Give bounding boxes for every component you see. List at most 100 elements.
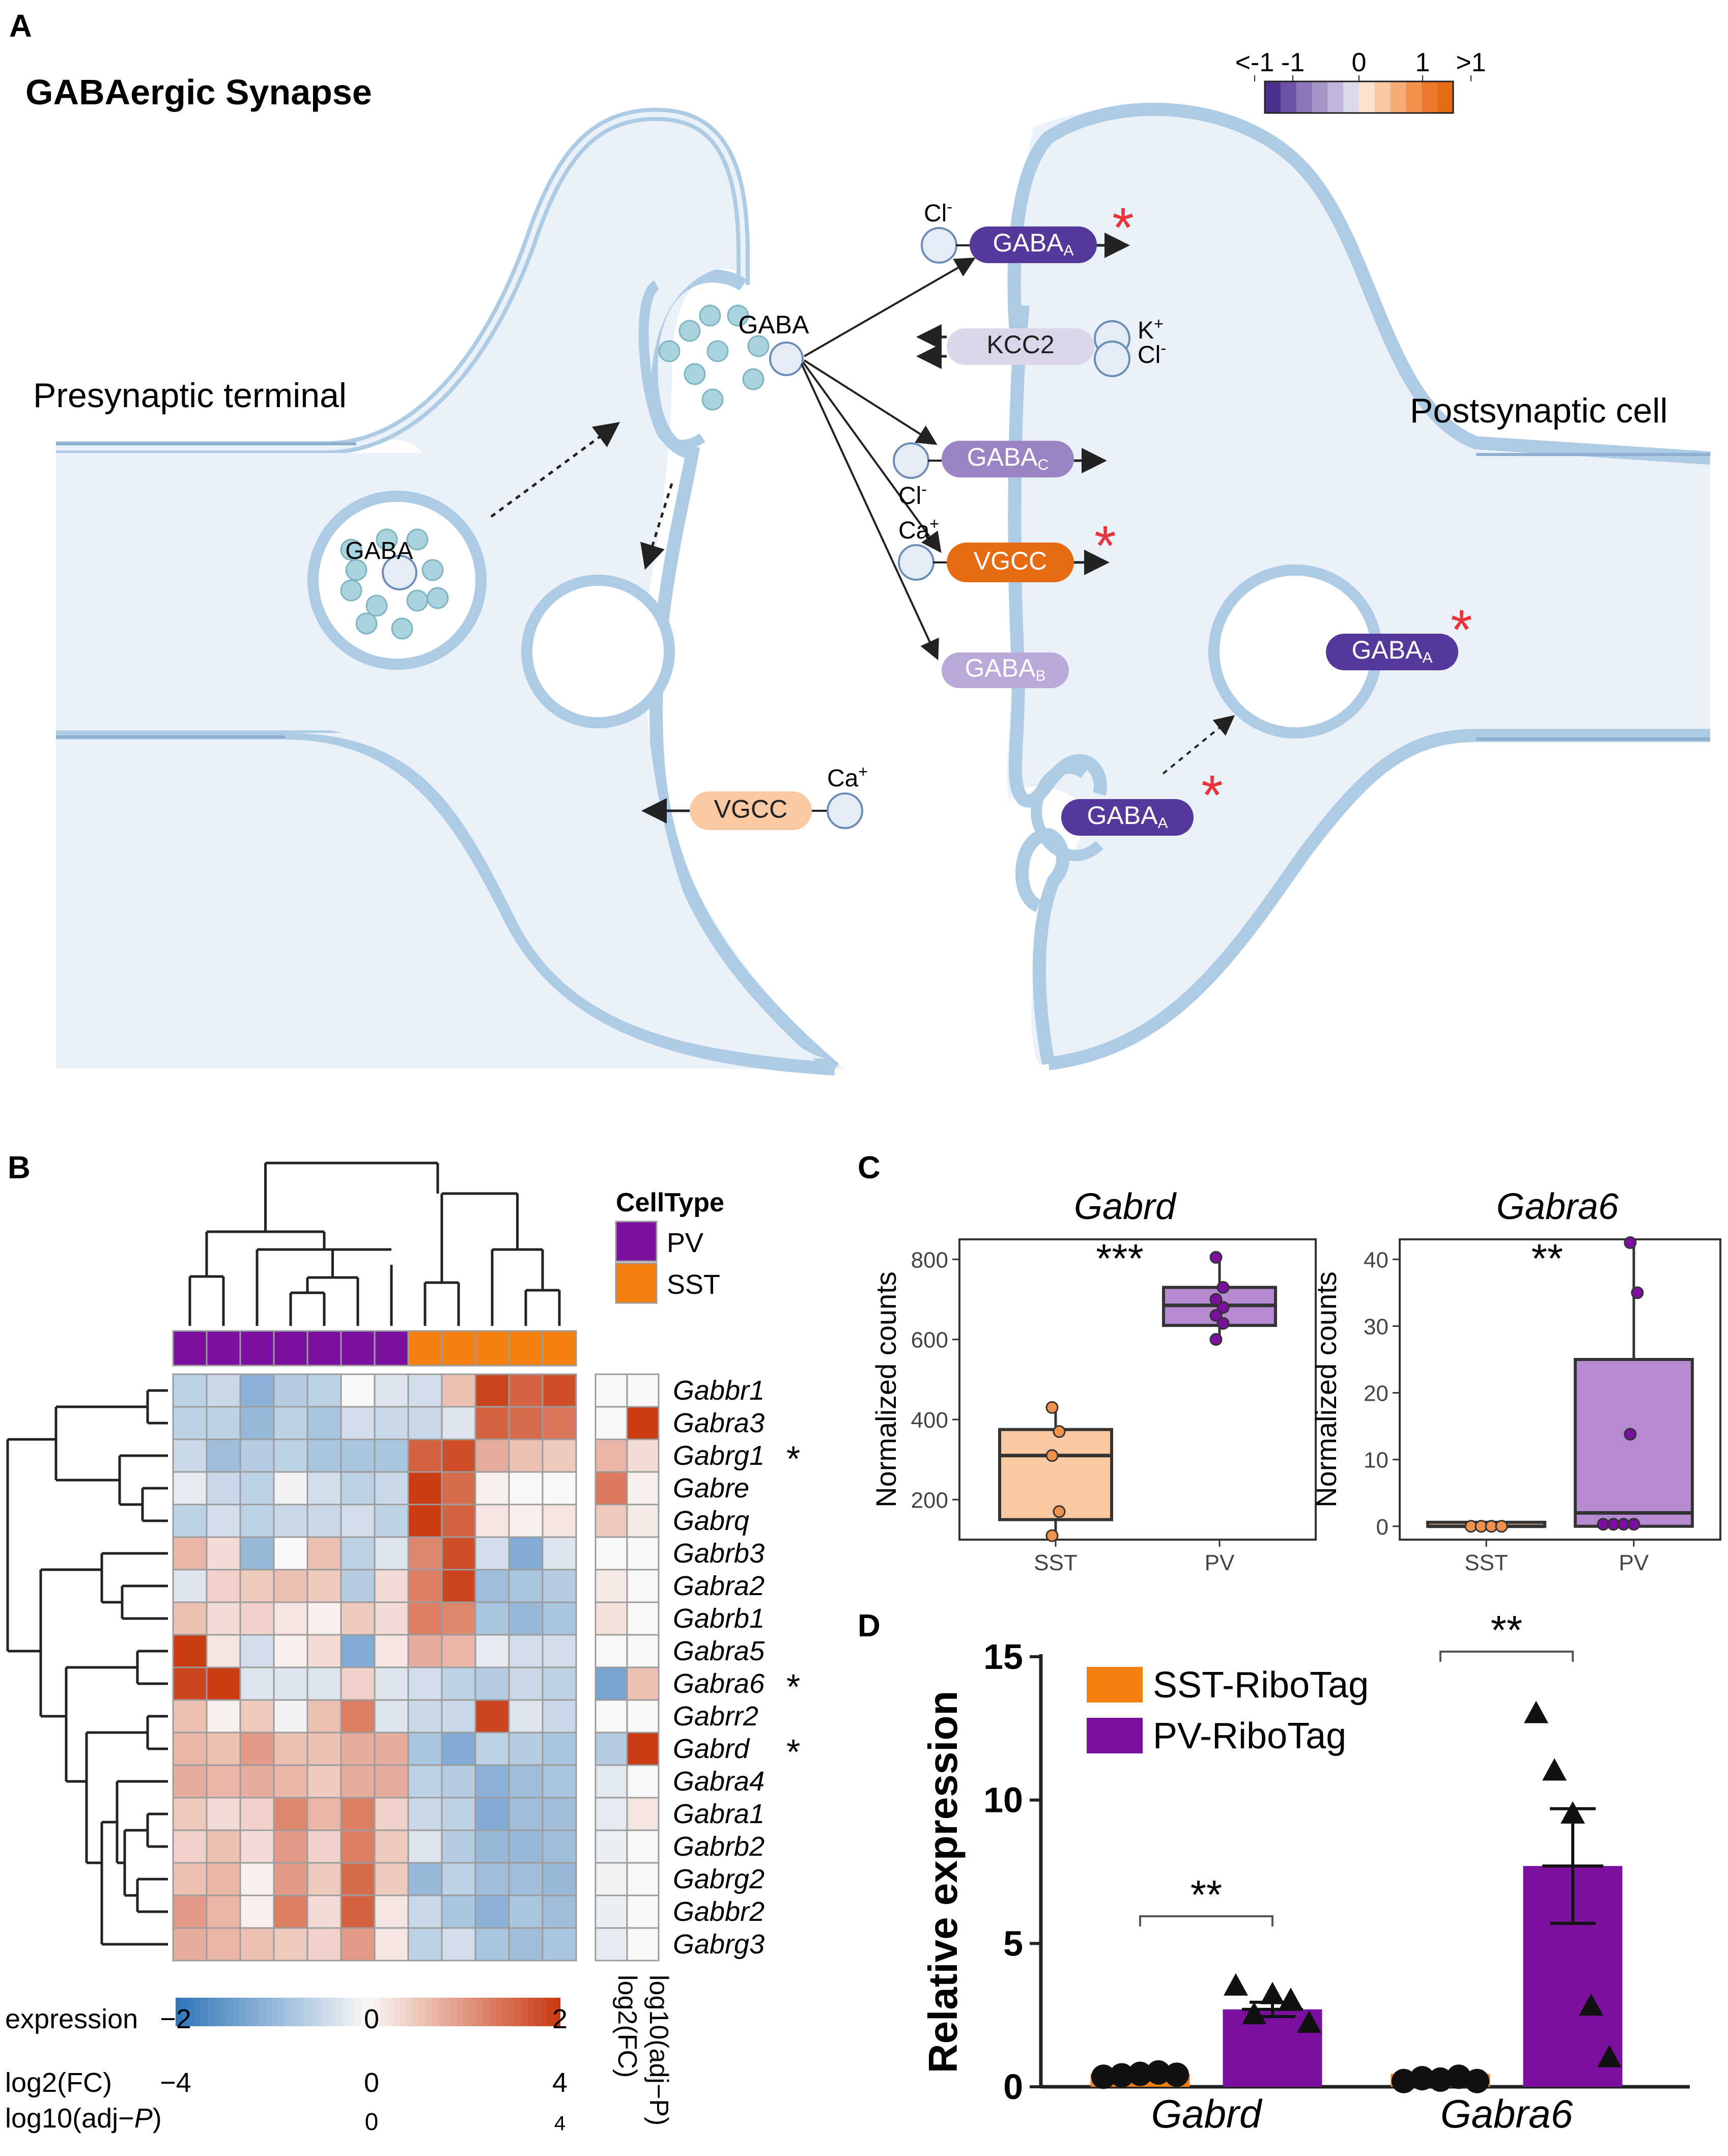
boxplot-frame — [958, 1238, 1317, 1541]
gene-label: Gabrg3 — [673, 1929, 764, 1960]
heatmap-cell — [306, 1797, 342, 1831]
heatmap-cell — [273, 1797, 308, 1831]
arrow-to-vgcc — [802, 361, 942, 553]
data-point-triangle — [1242, 2002, 1266, 2025]
data-point — [1045, 1529, 1059, 1542]
heatmap-cell — [206, 1569, 241, 1603]
heatmap-cell — [172, 1406, 208, 1440]
scale-b-swatch — [246, 1998, 253, 2026]
panel-b: B log2(FC)log10(adj−P) Gabbr1Gabra3Gabrg… — [5, 1150, 800, 2136]
gene-label: Gabre — [673, 1473, 749, 1503]
gabac-receptor-label: GABAC — [967, 443, 1049, 473]
released-gaba-dot — [658, 340, 681, 362]
ytick-label: 800 — [911, 1247, 948, 1272]
scale-b-swatch — [239, 1998, 247, 2026]
presynaptic-outline-top-inner — [56, 111, 746, 450]
fc-cell — [594, 1536, 628, 1571]
expression-heatmap — [172, 1373, 577, 1962]
xtick-label: PV — [1205, 1550, 1235, 1575]
legend-label: SST-RiboTag — [1153, 1665, 1369, 1706]
heatmap-cell — [542, 1829, 577, 1864]
scale-b-swatch — [259, 1998, 266, 2026]
heatmap-cell — [441, 1471, 476, 1506]
heatmap-cell — [474, 1569, 510, 1603]
scale-b-swatch — [464, 1998, 471, 2026]
legend-swatch — [1087, 1667, 1143, 1703]
heatmap-cell — [508, 1732, 544, 1766]
data-point — [1146, 2060, 1171, 2085]
heatmap-cell — [273, 1732, 308, 1766]
ytick-label: 400 — [911, 1408, 948, 1433]
vesicle-gaba-dot — [391, 617, 413, 640]
heatmap-cell — [172, 1536, 208, 1571]
heatmap-cell — [239, 1829, 275, 1864]
heatmap-cell — [239, 1634, 275, 1668]
data-point — [1053, 1505, 1066, 1518]
heatmap-cell — [172, 1569, 208, 1603]
heatmap-cell — [206, 1438, 241, 1473]
fc-cell — [594, 1634, 628, 1668]
vesicle-gaba-dot — [355, 612, 378, 635]
heatmap-cell — [206, 1503, 241, 1538]
pvalue-cell — [626, 1569, 660, 1603]
data-point — [1428, 2067, 1453, 2092]
ytick-label: 30 — [1364, 1314, 1389, 1339]
fc-cell — [594, 1601, 628, 1636]
scale-b-swatch — [547, 1998, 554, 2026]
heatmap-cell — [340, 1699, 376, 1734]
released-gaba-label: GABA — [739, 310, 810, 339]
scale-b-swatch — [252, 1998, 260, 2026]
gene-label: Gabra5 — [673, 1636, 765, 1666]
vesicle-gaba-molecule — [382, 555, 417, 590]
heatmap-cell — [206, 1536, 241, 1571]
celltype-cell — [172, 1330, 208, 1367]
data-point-triangle — [1597, 2045, 1622, 2067]
heatmap-cell — [273, 1569, 308, 1603]
gabaa-receptor-label: GABAA — [993, 229, 1074, 259]
heatmap-cell — [206, 1406, 241, 1440]
heatmap-cell — [239, 1471, 275, 1506]
internalization-arrow — [1162, 715, 1235, 775]
heatmap-cell — [542, 1406, 577, 1440]
cl-label-2: Cl- — [1138, 339, 1166, 368]
celltype-cell — [508, 1330, 544, 1367]
kcc2-transporter-label: KCC2 — [986, 330, 1054, 359]
celltype-cell — [239, 1330, 275, 1367]
kcc2-transporter-body — [947, 328, 1094, 365]
heatmap-cell — [306, 1471, 342, 1506]
heatmap-cell — [172, 1601, 208, 1636]
significance-stars: ** — [1191, 1872, 1222, 1917]
gene-label: Gabrg1 — [673, 1440, 764, 1471]
heatmap-cell — [374, 1438, 409, 1473]
gene-label: Gabrb1 — [673, 1603, 764, 1634]
scale-a-label: >1 — [1456, 48, 1486, 77]
ytick-label: 5 — [1003, 1923, 1023, 1963]
significance-bracket — [1439, 1651, 1574, 1662]
scale-b-swatch — [188, 1998, 195, 2026]
gene-label: Gabra2 — [673, 1571, 764, 1601]
heatmap-cell — [172, 1927, 208, 1962]
pvalue-cell — [626, 1536, 660, 1571]
scale-a-swatch — [1374, 81, 1391, 113]
heatmap-cell — [340, 1634, 376, 1668]
heatmap-cell — [172, 1862, 208, 1896]
vesicle-gaba-dot — [406, 589, 429, 612]
pvalue-cell — [626, 1699, 660, 1734]
scale-a-swatch — [1406, 81, 1423, 113]
heatmap-cell — [273, 1699, 308, 1734]
heatmap-cell — [474, 1536, 510, 1571]
heatmap-cell — [306, 1764, 342, 1799]
heatmap-cell — [306, 1536, 342, 1571]
fc-cell — [594, 1373, 628, 1408]
heatmap-cell — [542, 1699, 577, 1734]
heatmap-cell — [172, 1666, 208, 1701]
heatmap-cell — [374, 1862, 409, 1896]
fc-cell — [594, 1699, 628, 1734]
heatmap-cell — [306, 1406, 342, 1440]
scale-fc-tick: −4 — [160, 2067, 191, 2098]
heatmap-cell — [474, 1699, 510, 1734]
heatmap-cell — [441, 1503, 476, 1538]
scale-a-swatch — [1265, 81, 1281, 113]
